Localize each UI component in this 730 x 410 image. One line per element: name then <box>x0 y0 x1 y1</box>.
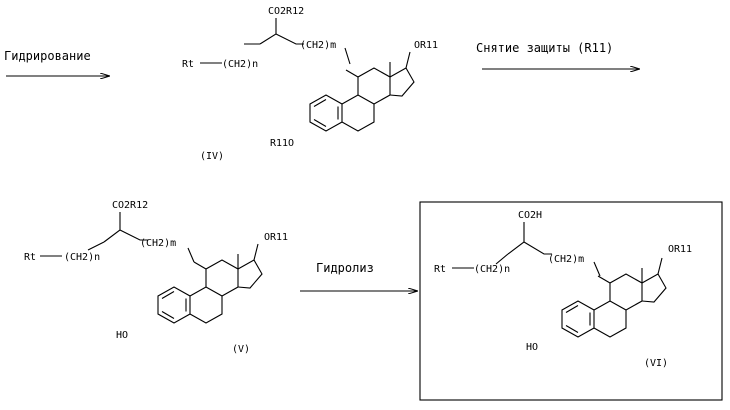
hydrogenation-step: Гидрирование <box>4 49 110 76</box>
chain-m-label: (CH2)m <box>140 238 176 249</box>
or3-label: HO <box>526 342 538 353</box>
hydrogenation-label: Гидрирование <box>4 49 91 63</box>
steroid-skeleton <box>310 52 414 131</box>
product-box <box>420 202 722 400</box>
hydrolysis-step: Гидролиз <box>300 261 418 291</box>
or3-label: R11O <box>270 138 294 149</box>
chain-m-label: (CH2)m <box>300 40 336 51</box>
rt-label: Rt <box>182 59 194 70</box>
chain-n-label: (CH2)n <box>222 59 258 70</box>
hydrolysis-label: Гидролиз <box>316 261 374 275</box>
compound-vi: CO2H (CH2)m Rt (CH2)n OR11 HO (VI) <box>420 202 722 400</box>
compound-id-label: (IV) <box>200 151 224 162</box>
deprotection-label: Снятие защиты (R11) <box>476 41 613 55</box>
compound-id-label: (VI) <box>644 358 668 369</box>
compound-v: CO2R12 (CH2)m Rt (CH2)n OR11 HO (V) <box>24 200 288 355</box>
rt-label: Rt <box>434 264 446 275</box>
compound-id-label: (V) <box>232 344 250 355</box>
chain-n-label: (CH2)n <box>64 252 100 263</box>
or3-label: HO <box>116 330 128 341</box>
chain-n-label: (CH2)n <box>474 264 510 275</box>
compound-iv: CO2R12 (CH2)m Rt (CH2)n OR11 R11O (IV) <box>182 6 438 162</box>
acid-group-label: CO2H <box>518 210 542 221</box>
acid-group-label: CO2R12 <box>268 6 304 17</box>
chain-m-label: (CH2)m <box>548 254 584 265</box>
or17-label: OR11 <box>414 40 438 51</box>
steroid-skeleton <box>562 258 666 337</box>
or17-label: OR11 <box>264 232 288 243</box>
or17-label: OR11 <box>668 244 692 255</box>
deprotection-step: Снятие защиты (R11) <box>476 41 640 69</box>
steroid-skeleton <box>158 244 262 323</box>
rt-label: Rt <box>24 252 36 263</box>
acid-group-label: CO2R12 <box>112 200 148 211</box>
